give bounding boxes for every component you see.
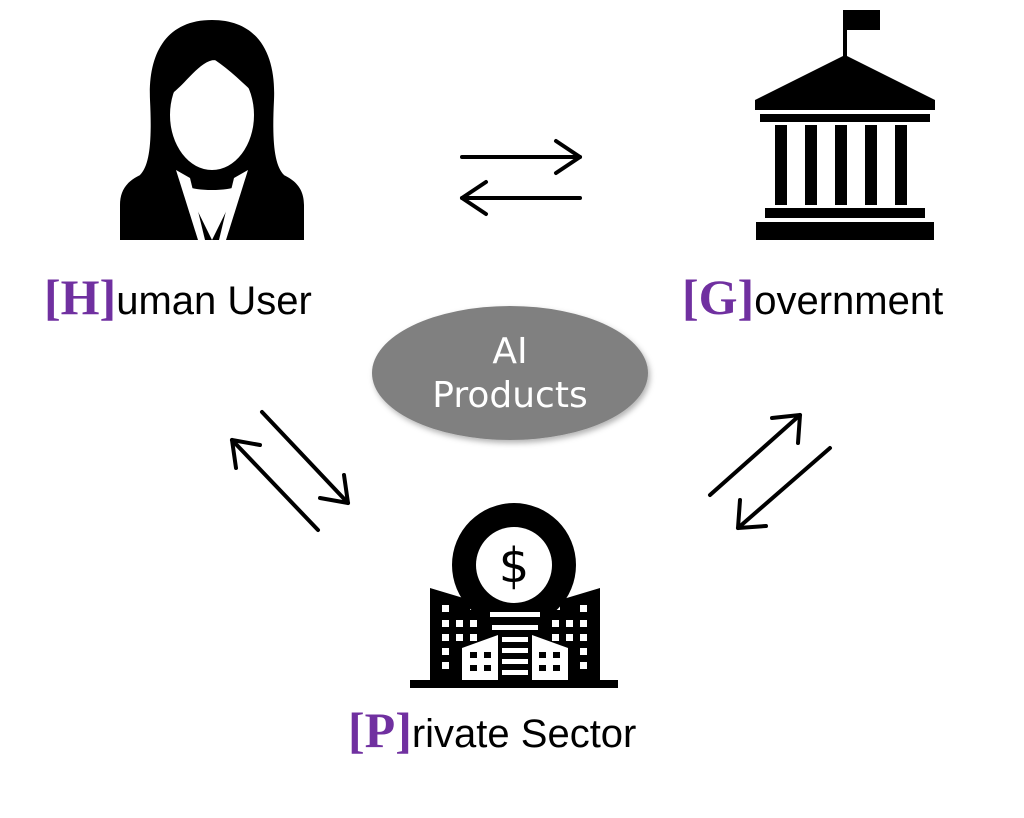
ai-products-ellipse [372,306,648,440]
arrow-government-to-private [736,446,832,530]
private-sector-label: [P]rivate Sector [348,705,636,755]
private-rest: rivate Sector [411,712,637,756]
ai-products-label: AI Products [372,306,648,442]
svg-text:$: $ [499,538,530,594]
ai-products-line2: Products [432,375,588,416]
arrow-human-to-private [260,410,350,505]
human-user-label: [H]uman User [44,272,312,322]
private-initial: [P] [348,702,412,758]
government-building-icon [755,10,935,240]
private-sector-bank-icon: $ [410,503,618,688]
human-user-icon [120,20,304,240]
arrow-private-to-human [230,438,320,532]
government-initial: [G] [682,269,755,325]
government-rest: overnment [754,279,944,323]
arrow-human-to-government [460,139,582,175]
ai-products-line1: AI [492,331,528,372]
arrow-private-to-government [708,413,802,497]
human-initial: [H] [44,269,117,325]
arrow-government-to-human [460,180,582,216]
human-rest: uman User [116,279,312,323]
government-label: [G]overnment [682,272,943,322]
